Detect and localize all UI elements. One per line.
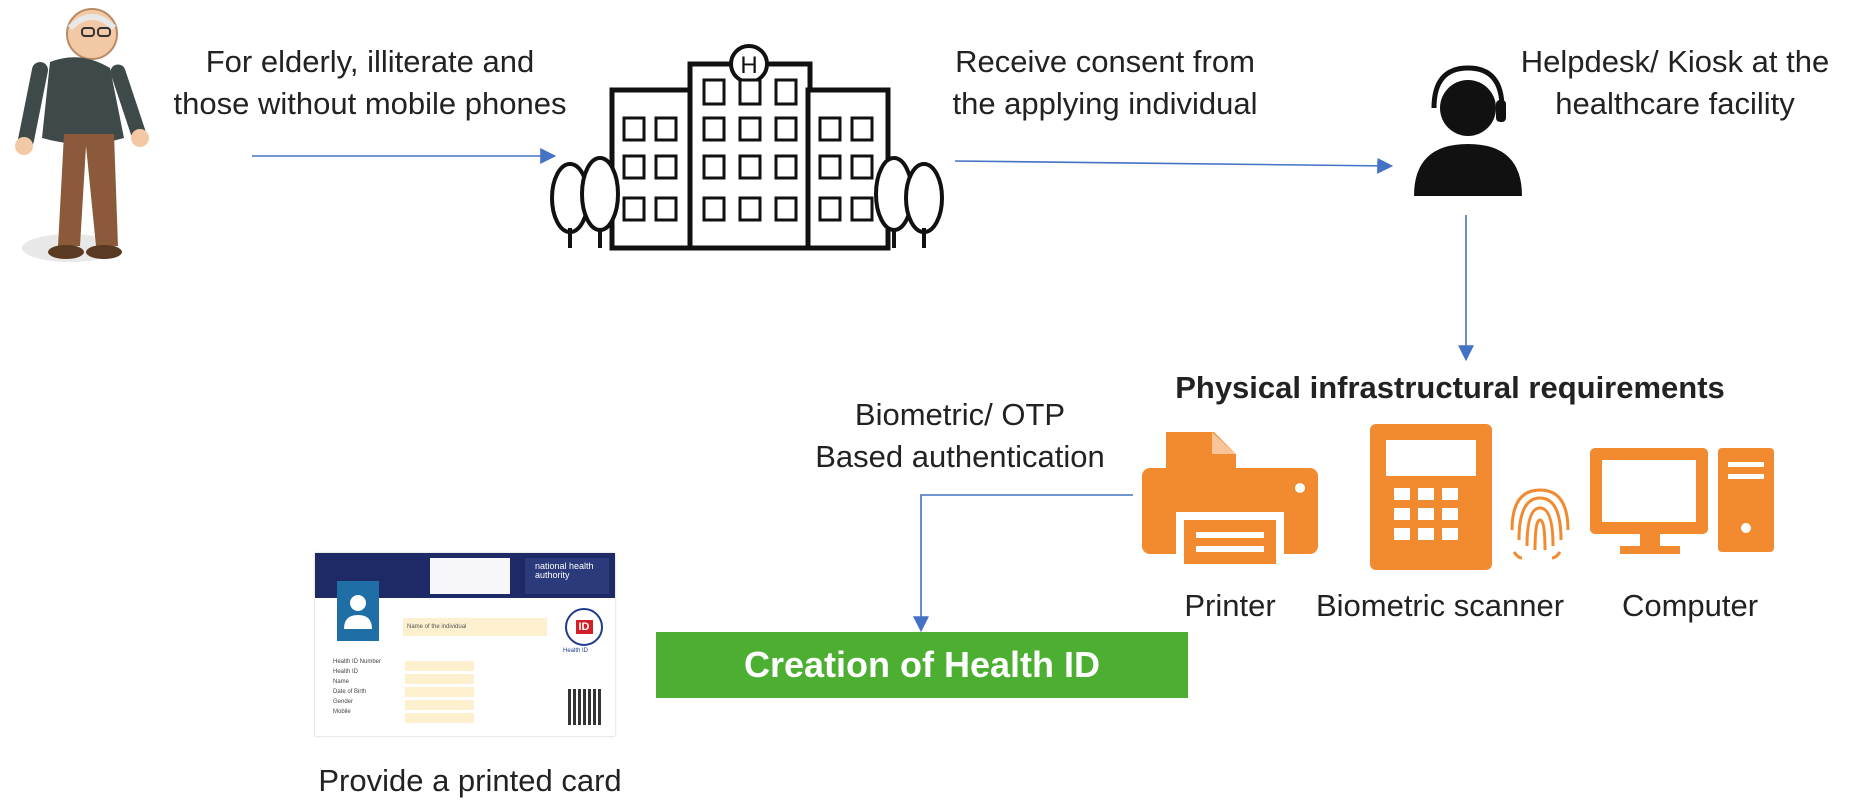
person-silhouette-icon <box>344 595 372 629</box>
consent-label: Receive consent from the applying indivi… <box>900 41 1310 125</box>
card-field-label: Mobile <box>333 709 351 715</box>
id-logo-text: ID <box>575 620 593 634</box>
svg-text:H: H <box>740 52 757 79</box>
fingerprint-icon <box>1510 488 1570 560</box>
card-field-label: Gender <box>333 699 354 705</box>
elderly-label-line1: For elderly, illiterate and <box>205 44 535 79</box>
computer-label: Computer <box>1621 588 1759 623</box>
card-field-label: Health ID Number <box>333 659 382 665</box>
card-field-value <box>405 713 474 723</box>
card-field-value <box>405 674 474 684</box>
consent-label-line1: Receive consent from <box>955 44 1255 79</box>
biometric-scanner-icon <box>1370 424 1492 570</box>
id-logo-caption: Health ID <box>563 648 589 654</box>
helpdesk-agent-icon <box>1414 65 1522 196</box>
nha-logo-text: national health authority <box>535 561 594 580</box>
auth-label-line1: Biometric/ OTP <box>854 397 1066 432</box>
health-id-card-image: national health authority Name of the in… <box>315 553 615 736</box>
nha-logo: national health authority <box>525 558 609 594</box>
elderly-label-line2: those without mobile phones <box>173 86 567 121</box>
qr-code-icon <box>568 689 602 725</box>
helpdesk-label-line2: healthcare facility <box>1555 86 1795 121</box>
computer-icon <box>1590 448 1774 554</box>
hospital-icon: H <box>550 44 944 251</box>
scanner-label: Biometric scanner <box>1315 588 1565 623</box>
card-header: national health authority <box>315 553 615 598</box>
infra-title: Physical infrastructural requirements <box>1175 370 1725 405</box>
elderly-label: For elderly, illiterate and those withou… <box>150 41 590 125</box>
arrow-hospital-to-helpdesk <box>954 157 1394 174</box>
arrow-infra-to-creation <box>913 494 1133 633</box>
health-id-logo-icon: ID <box>565 608 603 646</box>
printer-label: Printer <box>1184 588 1276 623</box>
elderly-person-icon <box>15 8 149 262</box>
card-field-label: Health ID <box>333 669 359 675</box>
helpdesk-label: Helpdesk/ Kiosk at the healthcare facili… <box>1490 41 1860 125</box>
card-field-label: Name <box>333 679 350 685</box>
card-field-values <box>405 661 474 726</box>
auth-label-line2: Based authentication <box>815 439 1105 474</box>
printed-card-label: Provide a printed card <box>318 763 622 798</box>
card-field-label: Date of Birth <box>333 689 367 695</box>
card-field-value <box>405 700 474 710</box>
helpdesk-label-line1: Helpdesk/ Kiosk at the <box>1520 44 1830 79</box>
creation-health-id-box: Creation of Health ID <box>656 632 1188 698</box>
card-field-labels: Health ID Number Health ID Name Date of … <box>333 657 381 717</box>
auth-label: Biometric/ OTP Based authentication <box>760 394 1160 478</box>
card-field-value <box>405 661 474 671</box>
printer-icon <box>1142 432 1318 564</box>
ministry-emblem <box>430 558 510 594</box>
consent-label-line2: the applying individual <box>952 86 1258 121</box>
card-field-value <box>405 687 474 697</box>
card-photo <box>337 581 379 641</box>
card-name-field: Name of the individual <box>403 618 547 636</box>
